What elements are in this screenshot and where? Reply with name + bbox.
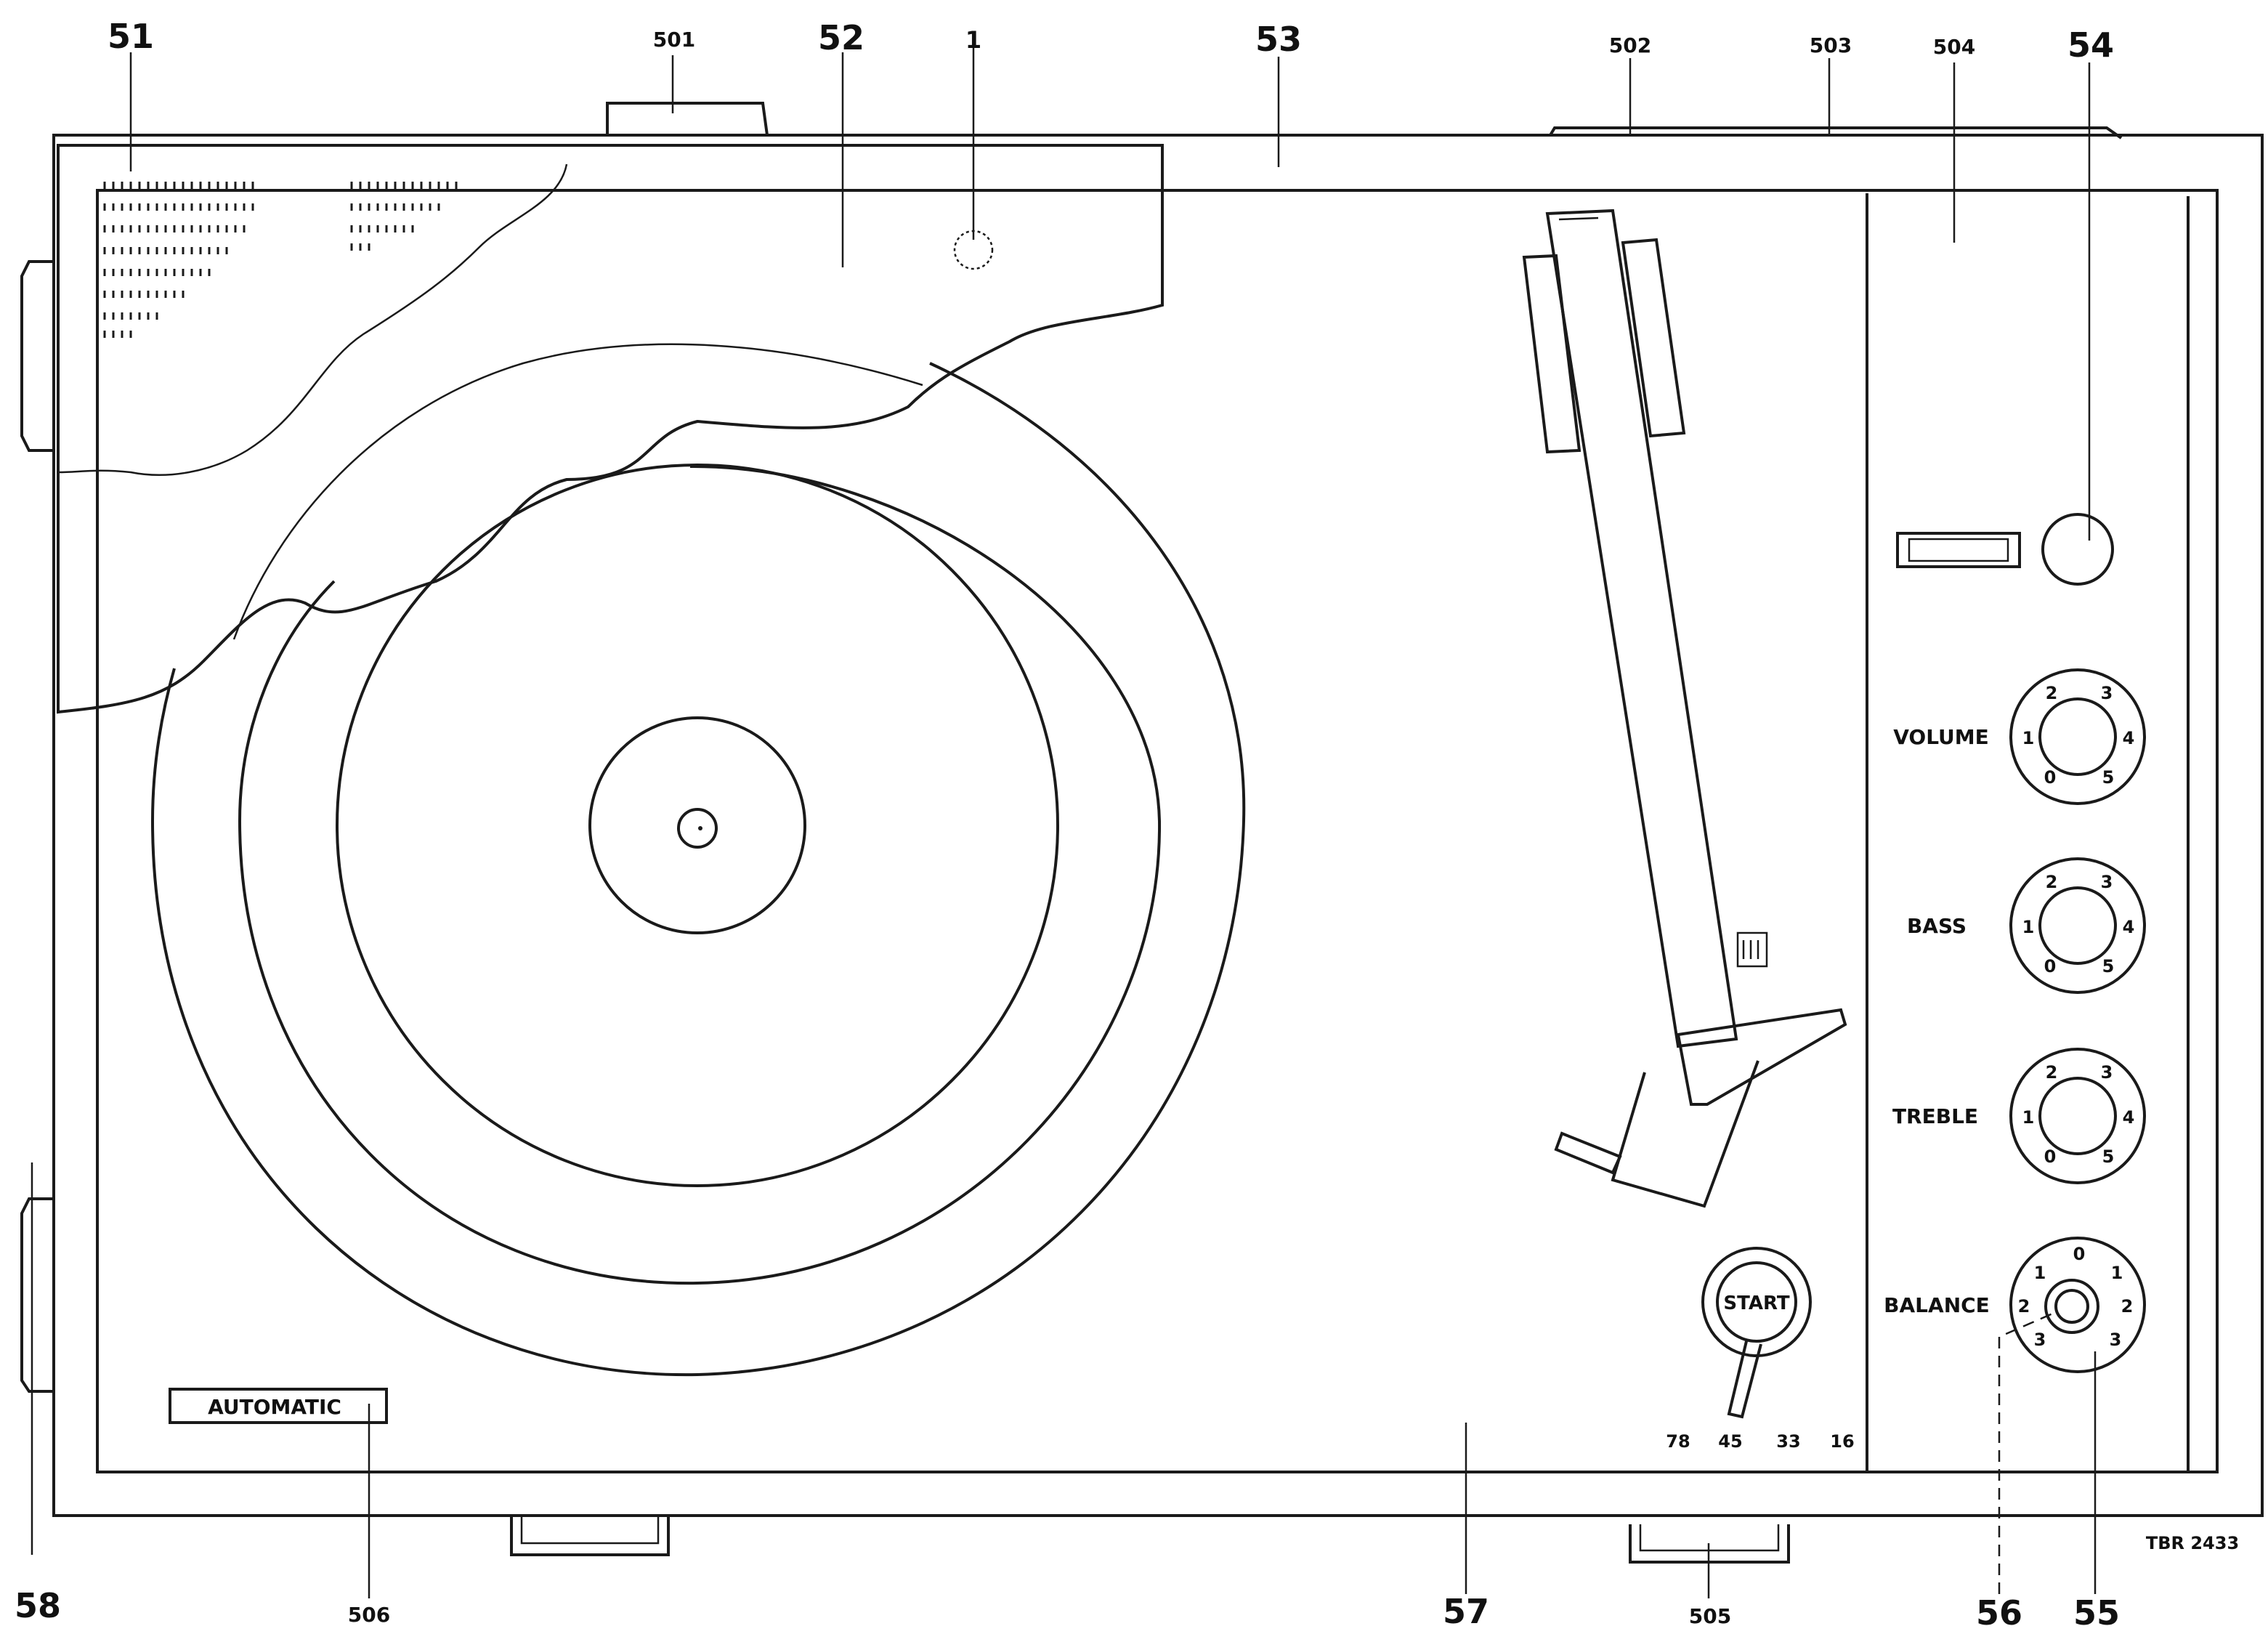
label-start: START [1723, 1293, 1789, 1314]
callout-56: 56 [1976, 1593, 2022, 1633]
svg-text:4: 4 [2123, 917, 2135, 937]
left-hinge-bottom [20, 1197, 54, 1393]
svg-text:1: 1 [2022, 917, 2035, 937]
callout-58: 58 [15, 1586, 61, 1625]
svg-text:5: 5 [2102, 1146, 2115, 1167]
left-hinge-top [20, 260, 54, 452]
power-knob[interactable] [2041, 513, 2114, 586]
treble-dial[interactable] [2009, 1048, 2146, 1184]
callout-504: 504 [1933, 35, 1975, 59]
spindle [677, 808, 718, 849]
grille-holes [103, 182, 458, 338]
label-treble: TREBLE [1892, 1104, 1978, 1128]
tonearm[interactable] [1522, 209, 1847, 1208]
drawing-reference: TBR 2433 [2146, 1533, 2239, 1553]
balance-dial[interactable] [2009, 1237, 2146, 1373]
svg-text:3: 3 [2101, 1062, 2113, 1083]
svg-text:2: 2 [2046, 683, 2058, 703]
bass-dial[interactable] [2009, 857, 2146, 994]
top-latch-left [606, 102, 769, 136]
bottom-foot-left [510, 1516, 670, 1556]
svg-text:2: 2 [2121, 1296, 2134, 1317]
svg-text:3: 3 [2034, 1330, 2046, 1350]
control-panel [1866, 193, 2146, 1472]
svg-text:4: 4 [2123, 1107, 2135, 1128]
label-volume: VOLUME [1893, 725, 1989, 749]
cabinet [20, 102, 2264, 1564]
callout-502: 502 [1609, 33, 1651, 57]
svg-text:2: 2 [2018, 1296, 2030, 1317]
svg-text:0: 0 [2044, 956, 2057, 976]
cueing-lever[interactable] [1554, 1131, 1622, 1175]
record [336, 464, 1059, 1187]
svg-text:2: 2 [2046, 872, 2058, 892]
svg-text:1: 1 [2022, 728, 2035, 748]
treble-scale: 2 3 1 4 0 5 [2022, 1062, 2135, 1167]
turntable [150, 343, 1246, 1377]
svg-text:5: 5 [2102, 956, 2115, 976]
callout-501: 501 [653, 28, 695, 52]
automatic-badge [169, 1388, 388, 1424]
volume-scale: 2 3 1 4 0 5 [2022, 683, 2135, 788]
volume-dial[interactable] [2009, 668, 2146, 805]
headshell [1676, 1008, 1847, 1106]
callout-54: 54 [2067, 25, 2114, 65]
speed-16: 16 [1830, 1431, 1854, 1452]
leader-lines [129, 44, 2097, 1598]
svg-text:3: 3 [2101, 872, 2113, 892]
svg-text:0: 0 [2044, 1146, 2057, 1167]
top-rail-right [1549, 126, 2123, 139]
cartridge [1611, 1060, 1759, 1208]
speed-78: 78 [1666, 1431, 1690, 1452]
speed-33: 33 [1776, 1431, 1800, 1452]
callout-503: 503 [1810, 33, 1852, 57]
power-switch-slot[interactable] [1896, 532, 2021, 568]
callout-53: 53 [1255, 20, 1302, 59]
svg-text:0: 0 [2073, 1244, 2086, 1264]
svg-text:2: 2 [2046, 1062, 2058, 1083]
svg-text:0: 0 [2044, 767, 2057, 788]
svg-text:4: 4 [2123, 728, 2135, 748]
bass-scale: 2 3 1 4 0 5 [2022, 872, 2135, 976]
svg-text:1: 1 [2022, 1107, 2035, 1128]
record-label [588, 716, 806, 934]
label-bass: BASS [1907, 914, 1967, 938]
label-automatic: AUTOMATIC [208, 1395, 341, 1419]
callout-51: 51 [108, 17, 154, 56]
svg-text:3: 3 [2101, 683, 2113, 703]
callout-52: 52 [818, 18, 864, 57]
callout-505: 505 [1689, 1604, 1731, 1628]
label-balance: BALANCE [1884, 1293, 1990, 1317]
svg-text:5: 5 [2102, 767, 2115, 788]
svg-text:1: 1 [2111, 1263, 2123, 1283]
svg-text:3: 3 [2110, 1330, 2122, 1350]
callout-55: 55 [2073, 1593, 2120, 1633]
speed-45: 45 [1718, 1431, 1742, 1452]
callout-1: 1 [965, 26, 981, 54]
svg-text:1: 1 [2034, 1263, 2046, 1283]
callout-506: 506 [348, 1603, 390, 1627]
start-lever[interactable] [1701, 1247, 1812, 1419]
callout-57: 57 [1443, 1592, 1489, 1631]
balance-scale: 0 1 1 2 2 3 3 [2018, 1244, 2134, 1350]
